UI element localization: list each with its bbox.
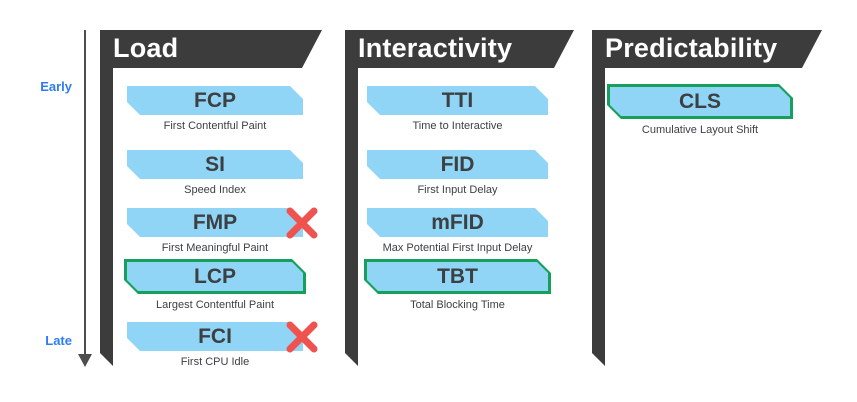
- metric-row-fid: FID First Input Delay: [367, 150, 548, 196]
- metric-abbr: TTI: [441, 88, 474, 112]
- metric-pill-cls-highlight-border: CLS: [607, 84, 793, 119]
- metric-abbr: FCP: [194, 88, 236, 112]
- arrow-down-icon: [78, 354, 92, 367]
- metric-row-fcp: FCP First Contentful Paint: [127, 86, 303, 132]
- metric-abbr: FID: [440, 152, 475, 176]
- metric-full-name: Time to Interactive: [412, 120, 503, 132]
- metric-pill-lcp: LCP: [127, 262, 303, 291]
- metric-pill-fcp: FCP: [127, 86, 303, 115]
- timeline-early-label: Early: [40, 79, 72, 94]
- deprecated-x-icon: [283, 204, 321, 242]
- metric-row-fmp: FMP First Meaningful Paint: [127, 207, 318, 254]
- metric-full-name: First Meaningful Paint: [161, 242, 269, 254]
- metric-pill-tti: TTI: [367, 86, 548, 115]
- metric-pill-tbt: TBT: [367, 262, 548, 291]
- metric-full-name: Largest Contentful Paint: [155, 299, 275, 311]
- metric-pill-lcp-highlight-border: LCP: [124, 259, 306, 294]
- metric-abbr: mFID: [431, 210, 484, 234]
- metric-abbr: SI: [205, 152, 225, 176]
- metric-abbr: TBT: [437, 264, 478, 288]
- metric-full-name: First Input Delay: [417, 184, 498, 196]
- metric-row-cls: CLS Cumulative Layout Shift: [610, 84, 790, 136]
- column-interactivity-pole: [345, 30, 358, 366]
- metric-full-name: Speed Index: [184, 184, 246, 196]
- metric-pill-fci: FCI: [127, 322, 303, 351]
- column-load-header: Load: [100, 30, 322, 68]
- timeline-late-label: Late: [45, 333, 72, 348]
- metric-full-name: First Contentful Paint: [163, 120, 267, 132]
- metric-pill-si: SI: [127, 150, 303, 179]
- column-predictability-header: Predictability: [592, 30, 822, 68]
- metric-row-lcp: LCP Largest Contentful Paint: [127, 259, 303, 311]
- timeline-axis-line: [84, 30, 86, 356]
- metric-pill-tbt-highlight-border: TBT: [364, 259, 551, 294]
- metric-row-mfid: mFID Max Potential First Input Delay: [367, 208, 548, 254]
- metric-row-tti: TTI Time to Interactive: [367, 86, 548, 132]
- metric-abbr: FCI: [198, 324, 232, 348]
- metric-row-tbt: TBT Total Blocking Time: [367, 259, 548, 311]
- metric-full-name: Max Potential First Input Delay: [382, 242, 533, 254]
- deprecated-x-icon: [283, 318, 321, 356]
- metric-row-si: SI Speed Index: [127, 150, 303, 196]
- metric-abbr: LCP: [194, 264, 236, 288]
- column-interactivity-header: Interactivity: [345, 30, 574, 68]
- metric-full-name: Total Blocking Time: [410, 299, 505, 311]
- metric-pill-fmp: FMP: [127, 208, 303, 237]
- column-load-pole: [100, 30, 113, 366]
- column-predictability-pole: [592, 30, 605, 366]
- metric-full-name: First CPU Idle: [180, 356, 250, 368]
- metric-pill-mfid: mFID: [367, 208, 548, 237]
- metric-pill-cls: CLS: [610, 87, 790, 116]
- metric-abbr: CLS: [679, 89, 721, 113]
- metric-full-name: Cumulative Layout Shift: [641, 124, 759, 136]
- column-interactivity-title: Interactivity: [358, 33, 513, 63]
- column-load-title: Load: [113, 33, 179, 63]
- column-predictability-title: Predictability: [605, 33, 778, 63]
- metric-row-fci: FCI First CPU Idle: [127, 321, 318, 368]
- metric-abbr: FMP: [192, 210, 238, 234]
- metric-pill-fid: FID: [367, 150, 548, 179]
